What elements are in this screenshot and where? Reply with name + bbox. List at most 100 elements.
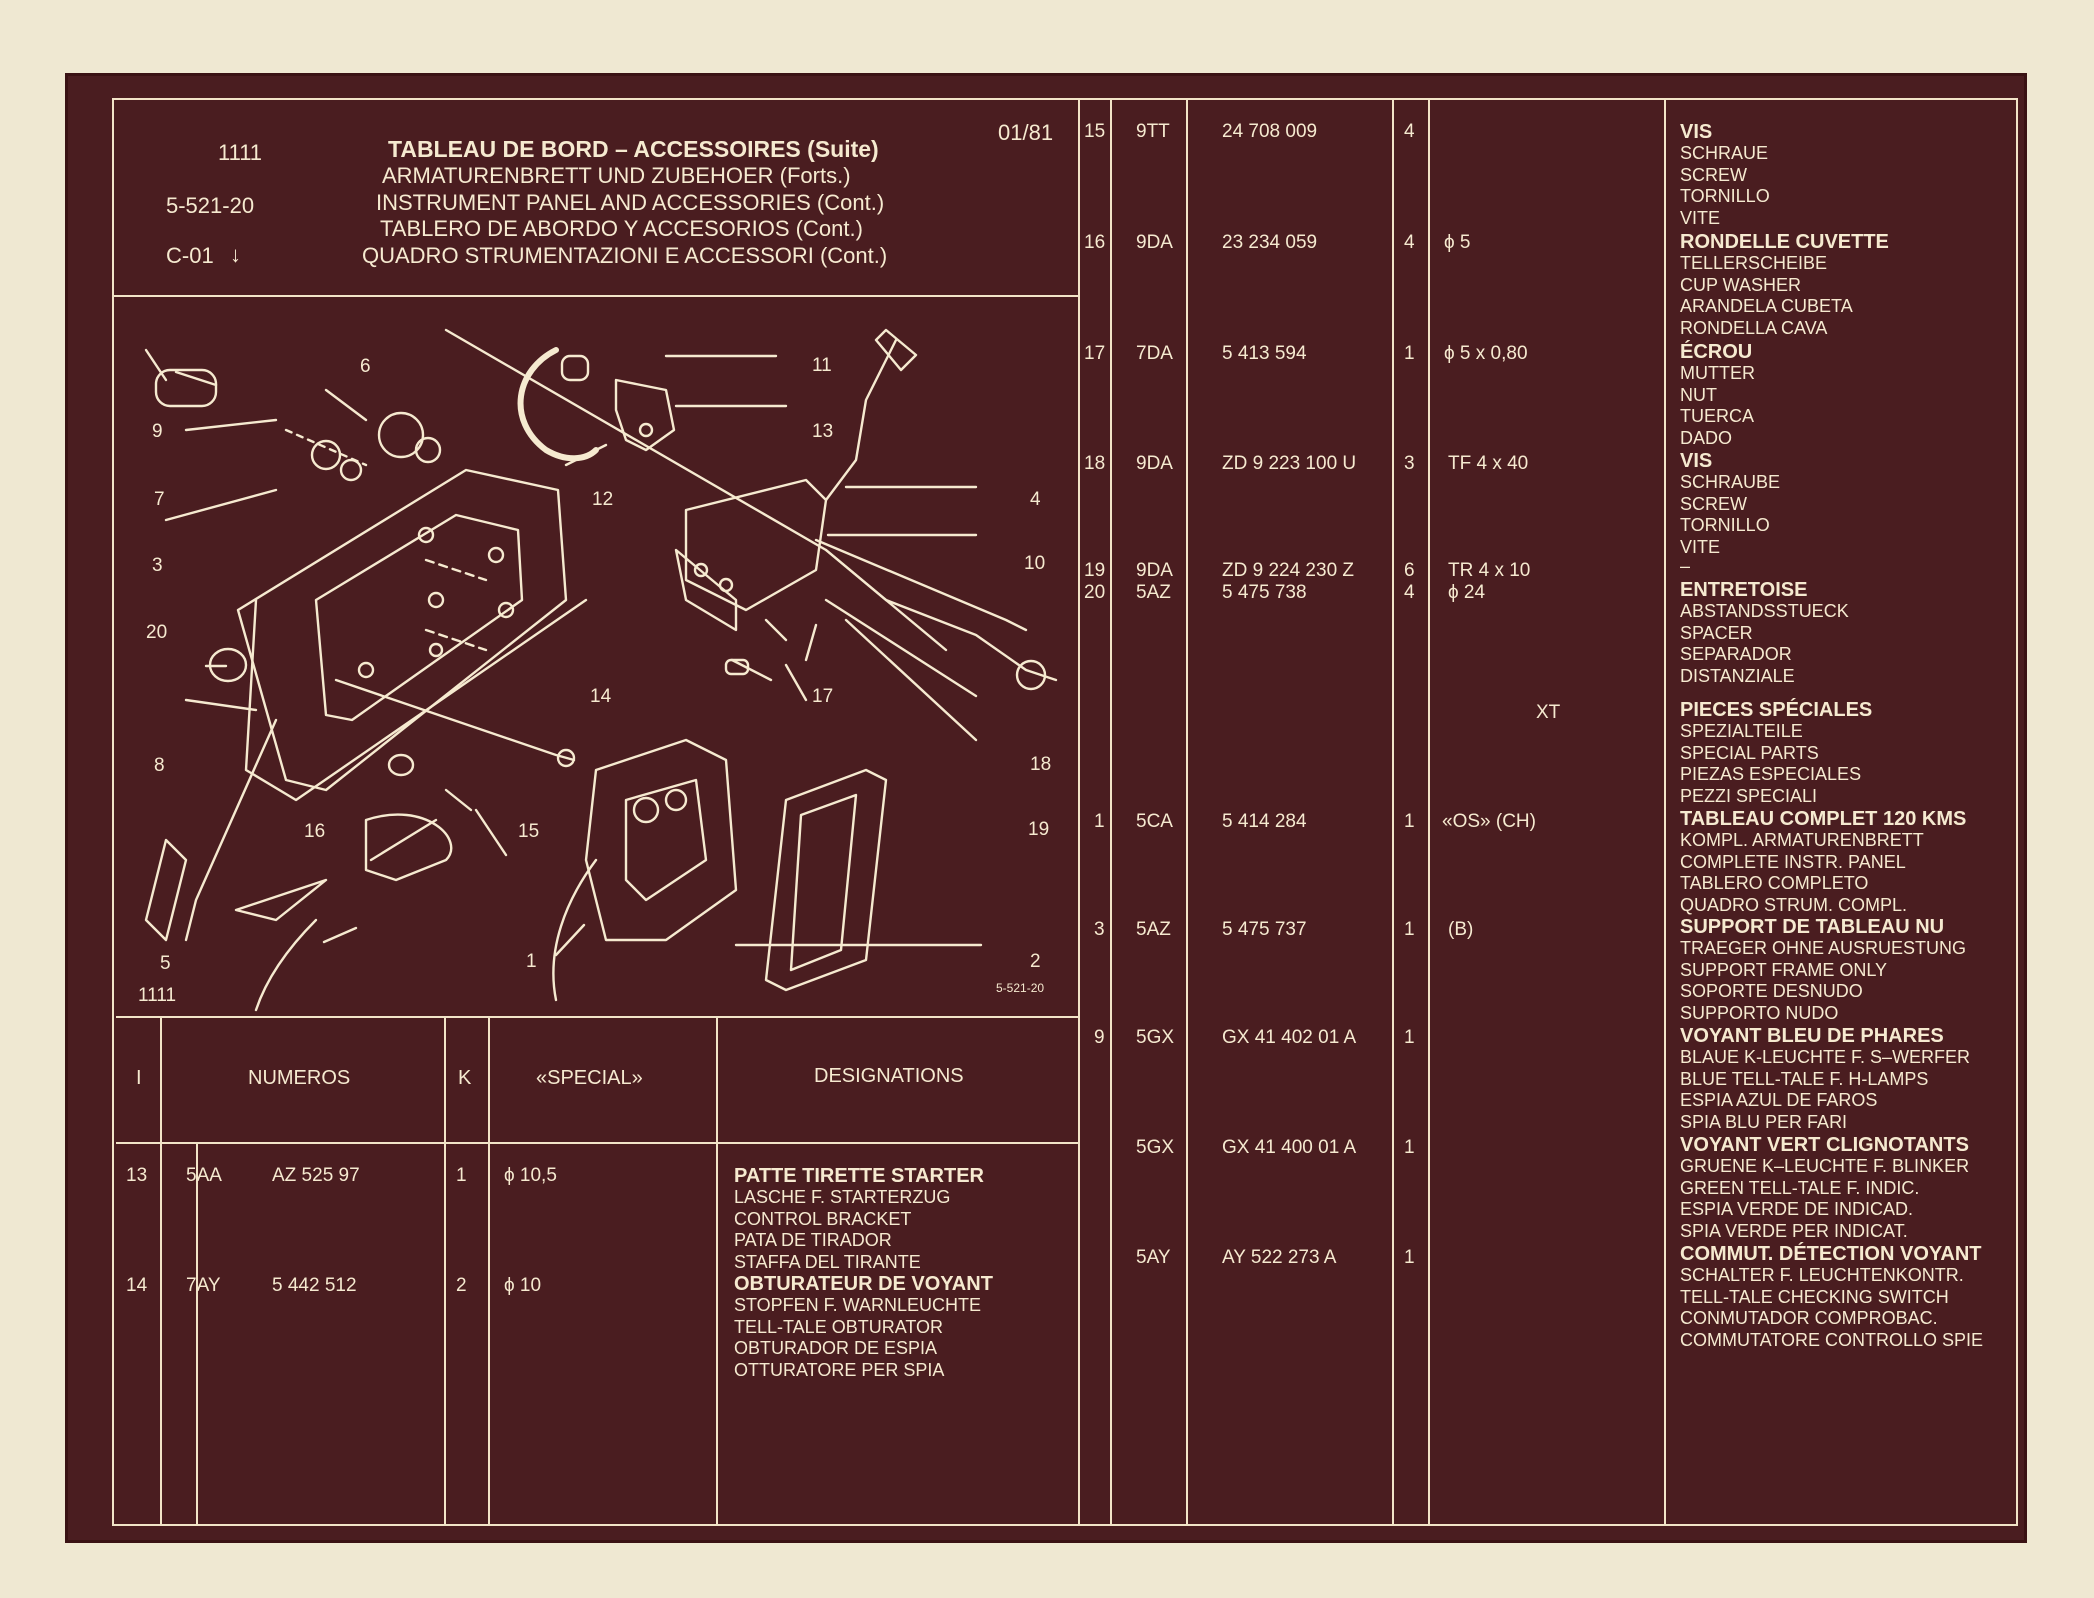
desc-line: VITE [1680,207,1721,228]
desc-line: ARANDELA CUBETA [1680,296,1853,317]
row-13-designation: PATTE TIRETTE STARTER LASCHE F. STARTERZ… [734,1165,984,1273]
row-17-code: 7DA [1136,343,1173,364]
right-col-line [1428,98,1430,1526]
row-18-designation: VIS SCHRAUBE SCREW TORNILLO VITE [1680,450,1781,558]
date-code: 01/81 [998,120,1054,145]
desc-line: VIS [1680,450,1713,472]
xt-designation: PIECES SPÉCIALES SPEZIALTEILE SPECIAL PA… [1680,699,1872,807]
desc-line: TELLERSCHEIBE [1680,253,1828,274]
left-col-line [444,1016,446,1526]
desc-line: VITE [1680,536,1721,557]
desc-line: SPECIAL PARTS [1680,742,1819,763]
desc-line: DADO [1680,427,1733,448]
row-1-index: 1 [1094,811,1105,832]
callout-8: 8 [154,755,165,776]
row-15-code: 9TT [1136,121,1170,142]
diagram-page-label: 1111 [138,985,177,1006]
row-15-qty: 4 [1404,121,1415,142]
desc-line: RONDELLE CUVETTE [1680,231,1889,253]
row-14-special: ϕ 10 [504,1275,542,1296]
section-code: C-01 [166,243,214,268]
desc-line: SPIA BLU PER FARI [1680,1111,1848,1132]
row-14-index: 14 [126,1275,148,1296]
row-14-designation: OBTURATEUR DE VOYANT STOPFEN F. WARNLEUC… [734,1273,993,1381]
desc-line: TUERCA [1680,406,1755,427]
row-17-designation: ÉCROU MUTTER NUT TUERCA DADO [1680,341,1755,449]
callout-13: 13 [812,421,834,442]
row-20-code: 5AZ [1136,582,1171,603]
desc-line: CONTROL BRACKET [734,1208,912,1229]
row-19-index: 19 [1084,560,1106,581]
callout-11: 11 [812,355,832,376]
desc-line: PATTE TIRETTE STARTER [734,1165,984,1187]
callout-12: 12 [592,489,614,510]
desc-line: PATA DE TIRADOR [734,1230,892,1251]
row-3-number: 5 475 737 [1222,919,1307,940]
row-9-qty: 1 [1404,1027,1415,1048]
desc-line: ABSTANDSSTUECK [1680,601,1849,622]
callout-9: 9 [152,421,163,442]
callout-14: 14 [590,686,612,707]
desc-line: VOYANT BLEU DE PHARES [1680,1025,1944,1047]
row-19-number: ZD 9 224 230 Z [1222,560,1355,581]
right-col-line [1392,98,1394,1526]
callout-10: 10 [1024,553,1046,574]
callout-16: 16 [304,821,326,842]
row-17-special: ϕ 5 x 0,80 [1444,343,1528,364]
desc-line: TELL-TALE OBTURATOR [734,1316,944,1337]
title-es: TABLERO DE ABORDO Y ACCESORIOS (Cont.) [380,216,863,241]
row-15-number: 24 708 009 [1222,121,1318,142]
desc-line: SUPPORT FRAME ONLY [1680,959,1888,980]
border-left [112,98,114,1526]
row-15-designation: VIS SCHRAUE SCREW TORNILLO VITE [1680,121,1770,229]
desc-line: QUADRO STRUM. COMPL. [1680,894,1908,915]
border-bottom [112,1524,2018,1526]
row-19-code: 9DA [1136,560,1173,581]
row-16-index: 16 [1084,232,1106,253]
exploded-parts-diagram [126,300,1076,1012]
xt-special: XT [1536,702,1561,723]
title-en: INSTRUMENT PANEL AND ACCESSORIES (Cont.) [376,190,885,215]
figure-code: 5-521-20 [166,193,255,218]
desc-line: PEZZI SPECIALI [1680,785,1818,806]
desc-line: NUT [1680,384,1717,405]
row-14-qty: 2 [456,1275,467,1296]
desc-line: SPIA VERDE PER INDICAT. [1680,1220,1908,1241]
row-switch-number: AY 522 273 A [1222,1247,1337,1268]
row-13-index: 13 [126,1165,148,1186]
header-divider [112,295,1078,297]
desc-line: SCHRAUBE [1680,472,1781,493]
row-13-special: ϕ 10,5 [504,1165,557,1186]
row-20-index: 20 [1084,582,1106,603]
left-col-line [1078,98,1080,1526]
right-col-line [1186,98,1188,1526]
row-17-index: 17 [1084,343,1106,364]
callout-6: 6 [360,356,371,377]
border-right [2016,98,2018,1526]
row-14-code: 7AY [186,1275,221,1296]
desc-line: TORNILLO [1680,515,1770,536]
desc-line: TELL-TALE CHECKING SWITCH [1680,1286,1949,1307]
row-9-number: GX 41 402 01 A [1222,1027,1357,1048]
desc-line: CUP WASHER [1680,274,1802,295]
row-13-number: AZ 525 97 [272,1165,360,1186]
callout-20: 20 [146,622,168,643]
row-9-designation: VOYANT BLEU DE PHARES BLAUE K-LEUCHTE F.… [1680,1025,1970,1133]
row-20-special: ϕ 24 [1448,582,1486,603]
desc-line: RONDELLA CAVA [1680,317,1828,338]
row-switch-designation: COMMUT. DÉTECTION VOYANT SCHALTER F. LEU… [1680,1243,1984,1351]
row-16-code: 9DA [1136,232,1173,253]
row-18-code: 9DA [1136,453,1173,474]
row-16-qty: 4 [1404,232,1415,253]
desc-line: TRAEGER OHNE AUSRUESTUNG [1680,938,1967,959]
desc-line: COMMUTATORE CONTROLLO SPIE [1680,1329,1984,1350]
row-1-number: 5 414 284 [1222,811,1307,832]
row-15-index: 15 [1084,121,1106,142]
row-switch-code: 5AY [1136,1247,1171,1268]
arrow-down-icon: ↓ [230,242,241,267]
page-number: 1111 [218,140,263,165]
desc-line: SCREW [1680,493,1747,514]
row-16-designation: RONDELLE CUVETTE TELLERSCHEIBE CUP WASHE… [1680,231,1889,339]
row-9-code: 5GX [1136,1027,1175,1048]
th-designations: DESIGNATIONS [814,1065,964,1087]
